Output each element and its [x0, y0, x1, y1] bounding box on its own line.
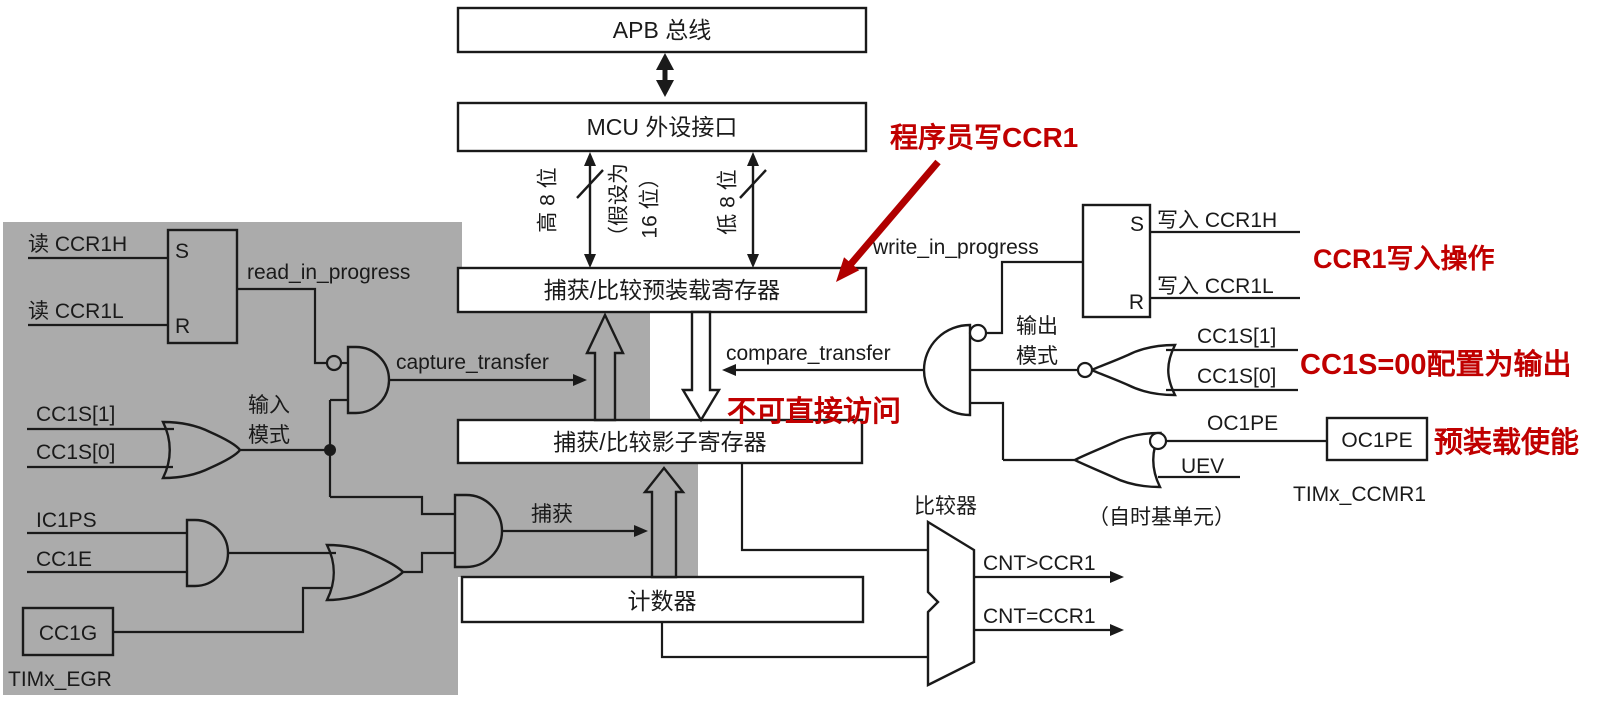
oc1pe-uev-nor-gate [1072, 431, 1162, 489]
bus-assume-label-1: （假设为 [608, 163, 631, 247]
bus-arrow-low-byte [739, 152, 767, 268]
write-sr-latch [1081, 203, 1152, 319]
comparator-label: 比较器 [914, 495, 977, 518]
arrowhead [722, 364, 736, 376]
compare-transfer-label: compare_transfer [726, 342, 891, 365]
ic1ps-cc1e-wires [27, 531, 336, 574]
programmer-write-annotation: 程序员写CCR1 [890, 121, 1078, 153]
input-mode-label-2: 模式 [248, 424, 290, 447]
ccr1-write-op-annotation: CCR1写入操作 [1313, 244, 1495, 274]
junction-dot [324, 444, 336, 456]
cc1e-label: CC1E [36, 548, 92, 571]
shadow-register-label: 捕获/比较影子寄存器 [553, 429, 766, 455]
uev-label: UEV [1181, 455, 1224, 478]
write-latch-wires [1150, 230, 1300, 300]
cc1g-wires [113, 551, 455, 634]
mcu-interface-box [456, 101, 868, 153]
shadow-register-box [456, 418, 864, 465]
capture-transfer-up-arrow [585, 312, 625, 422]
apb-mcu-bus-arrow [656, 53, 674, 97]
cc1s0-input-label: CC1S[0] [36, 441, 115, 464]
self-time-base-label: （自时基单元） [1088, 506, 1235, 529]
read-in-progress-label: read_in_progress [247, 261, 410, 284]
compare-transfer-wires [727, 260, 1083, 462]
read-sr-latch [166, 228, 239, 345]
write-ccr1h-label: 写入 CCR1H [1157, 209, 1277, 232]
cc1s-output-wires [1166, 348, 1298, 392]
mcu-interface-label: MCU 外设接口 [587, 114, 738, 140]
input-mode-label-1: 输入 [248, 394, 290, 417]
read-latch-r-label: R [175, 315, 190, 338]
capture-transfer-label: capture_transfer [396, 351, 549, 374]
cc1s-output-annotation: CC1S=00配置为输出 [1300, 347, 1572, 381]
compare-transfer-gate [922, 323, 972, 417]
cc1s-output-nor-gate [1089, 343, 1177, 397]
arrowhead [634, 525, 648, 537]
bus-high-label: 高 8 位 [537, 167, 560, 232]
apb-bus-label: APB 总线 [613, 17, 711, 43]
cc1s-input-or-gate [161, 420, 242, 480]
apb-bus-box [456, 6, 868, 54]
inverter-bubble [325, 354, 343, 372]
not-accessible-annotation: 不可直接访问 [727, 395, 901, 428]
write-ccr1l-label: 写入 CCR1L [1157, 275, 1274, 298]
arrowhead [573, 374, 587, 386]
capture-label: 捕获 [531, 503, 573, 526]
bus-width-slash [576, 169, 604, 199]
bus-arrow-high-byte [576, 152, 604, 268]
gray-input-mode-region [3, 222, 698, 695]
cc1s1-output-label: CC1S[1] [1197, 325, 1276, 348]
counter-label: 计数器 [628, 588, 697, 614]
read-ccr1l-label: 读 CCR1L [28, 300, 124, 323]
preload-register-box [456, 266, 868, 314]
timx-ccmr1-label: TIMx_CCMR1 [1293, 483, 1426, 506]
write-in-progress-label: write_in_progress [872, 236, 1039, 259]
capture-and-gate [453, 493, 504, 569]
inverter-bubble [968, 323, 988, 343]
cnt-eq-ccr1-label: CNT=CCR1 [983, 605, 1096, 628]
inverter-bubble [1148, 431, 1168, 451]
read-latch-wires [28, 256, 348, 365]
cc1g-label: CC1G [39, 622, 97, 645]
capture-transfer-gate [346, 345, 391, 415]
timx-egr-label: TIMx_EGR [8, 668, 112, 691]
cc1s0-output-label: CC1S[0] [1197, 365, 1276, 388]
arrowhead [1110, 624, 1124, 636]
oc1pe-register-box [1325, 416, 1429, 462]
bus-low-label: 低 8 位 [717, 169, 740, 234]
oc1pe-uev-wires [1158, 439, 1327, 479]
preload-register-label: 捕获/比较预装载寄存器 [544, 277, 780, 303]
arrowhead [1110, 571, 1124, 583]
inverter-bubble [1076, 361, 1094, 379]
comparator-wires [660, 463, 1118, 659]
cnt-gt-ccr1-label: CNT>CCR1 [983, 552, 1096, 575]
counter-capture-up-arrow [642, 466, 686, 579]
cc1s1-input-label: CC1S[1] [36, 403, 115, 426]
ic1ps-label: IC1PS [36, 509, 97, 532]
read-ccr1h-label: 读 CCR1H [28, 233, 127, 256]
preload-enable-annotation: 预装载使能 [1434, 426, 1579, 459]
oc1pe-signal-label: OC1PE [1207, 412, 1278, 435]
output-mode-label-1: 输出 [1016, 315, 1058, 338]
output-mode-label-2: 模式 [1016, 345, 1058, 368]
oc1pe-box-label: OC1PE [1341, 429, 1412, 452]
bus-assume-label-2: 16 位） [639, 167, 662, 238]
cc1s-input-wires [27, 427, 174, 469]
comparator-mux [926, 519, 976, 687]
red-arrow [836, 159, 941, 282]
read-latch-s-label: S [175, 240, 189, 263]
write-latch-r-label: R [1129, 291, 1144, 314]
bus-width-slash [739, 169, 767, 199]
capture-transfer-wires [240, 378, 583, 516]
write-latch-s-label: S [1130, 213, 1144, 236]
cc1g-or-gate [325, 543, 405, 602]
ic1ps-cc1e-and-gate [185, 518, 230, 588]
compare-transfer-down-arrow [680, 310, 722, 423]
